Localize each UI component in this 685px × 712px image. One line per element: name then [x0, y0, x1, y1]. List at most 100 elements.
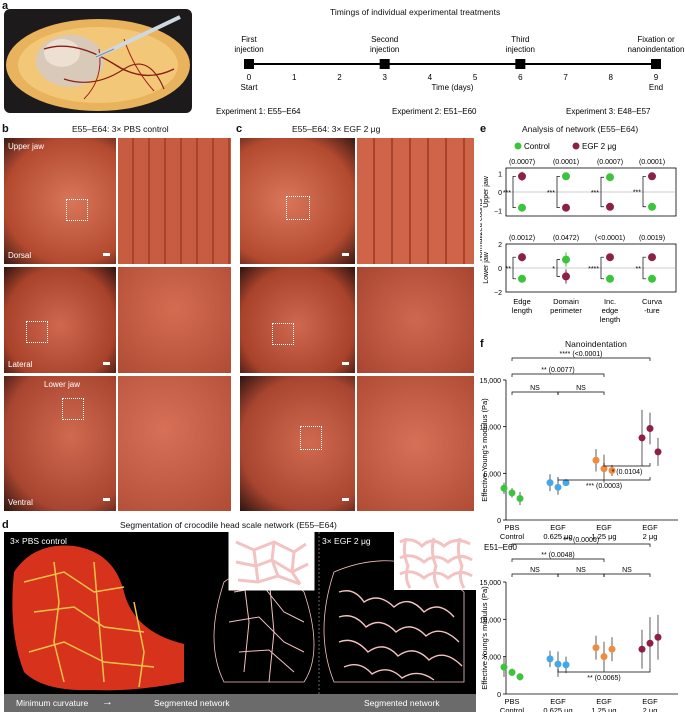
data-point — [608, 645, 616, 653]
group-label: EGF — [550, 523, 566, 532]
scale-bar — [103, 362, 110, 365]
significance-bracket — [556, 259, 560, 277]
segmentation-right-label: 3× EGF 2 μg — [322, 536, 371, 546]
panel-label-c: c — [236, 123, 243, 135]
timeline-event-marker — [515, 59, 526, 69]
y-tick-label: 0 — [497, 518, 501, 525]
y-tick-label: 10,000 — [480, 425, 501, 432]
control-point — [606, 274, 614, 283]
egg-injection-illustration — [4, 9, 192, 113]
significance-bracket-label: NS — [576, 567, 586, 574]
significance-bracket — [600, 256, 604, 280]
pbs-upper-jaw-photo: Upper jaw Dorsal — [4, 138, 116, 264]
data-point — [554, 660, 562, 668]
timeline-event-marker — [651, 59, 661, 69]
zoom-region-box — [286, 196, 310, 220]
legend-control-label: Control — [524, 142, 550, 151]
significance-stars: **** — [588, 266, 599, 273]
data-point — [546, 655, 554, 663]
data-point — [638, 645, 646, 653]
panel-b-title: E55–E64: 3× PBS control — [72, 124, 169, 134]
egf-lower-jaw-photo — [240, 376, 355, 511]
p-value-label: (0.0007) — [597, 159, 623, 166]
scale-bar — [342, 253, 349, 256]
egf-point — [562, 203, 570, 212]
significance-bracket — [556, 175, 560, 209]
timeline-experiment-label: Experiment 2: E51–E60 — [392, 107, 477, 116]
significance-bracket — [511, 391, 559, 395]
subplot-title: E51–E60 — [484, 543, 517, 552]
control-point — [562, 255, 570, 264]
category-label: -ture — [644, 306, 659, 315]
panel-f-title: Nanoindentation — [565, 339, 627, 349]
group-label: EGF — [642, 523, 658, 532]
significance-bracket — [511, 373, 605, 377]
legend-egf-label: EGF 2 μg — [582, 142, 616, 151]
timeline-tick-label: 7 — [563, 73, 568, 82]
category-label: Domain — [553, 297, 579, 306]
y-tick-label: 0 — [497, 692, 501, 699]
group-label: EGF — [642, 697, 658, 706]
group-label: 1.25 μg — [591, 706, 616, 712]
panel-label-d: d — [2, 519, 9, 531]
egf-point — [606, 202, 614, 211]
significance-bracket-label: NS — [576, 385, 586, 392]
timeline-end-label: End — [649, 83, 663, 92]
significance-stars: *** — [547, 190, 555, 197]
significance-stars: *** — [503, 190, 511, 197]
egf-point — [562, 272, 570, 281]
pbs-upper-jaw-zoom — [118, 138, 231, 264]
legend-control-marker — [514, 142, 522, 150]
data-point — [608, 467, 616, 475]
timeline-event-label: injection — [506, 45, 535, 54]
y-tick-label: 10,000 — [480, 617, 501, 624]
data-point — [562, 661, 570, 669]
significance-bracket-label: **** (<0.0001) — [559, 351, 602, 358]
significance-bracket — [512, 175, 516, 209]
significance-bracket — [511, 558, 605, 562]
caption-arrow: → — [102, 696, 113, 708]
timeline-start-label: Start — [241, 83, 259, 92]
timeline-event-label: First — [241, 35, 257, 44]
significance-stars: ** — [506, 266, 512, 273]
egf-point — [518, 172, 526, 181]
significance-bracket-label: *** (0.0003) — [586, 483, 622, 490]
category-label: length — [600, 315, 620, 324]
caption-segmented-right: Segmented network — [364, 698, 440, 708]
zoom-region-box — [62, 398, 84, 420]
zoom-region-box — [66, 199, 88, 221]
significance-bracket — [603, 463, 651, 467]
group-label: 0.625 μg — [543, 532, 572, 541]
y-tick-label: 2 — [498, 242, 502, 249]
p-value-label: (0.0007) — [509, 159, 535, 166]
dorsal-label: Dorsal — [8, 251, 32, 260]
egf-lower-jaw-zoom — [357, 376, 474, 511]
significance-stars: *** — [633, 190, 641, 197]
timeline-axis-label: Time (days) — [432, 83, 474, 92]
significance-bracket — [557, 477, 651, 481]
scale-bar — [103, 498, 110, 501]
significance-bracket-label: ** (0.0065) — [587, 675, 620, 682]
segmentation-left-label: 3× PBS control — [10, 536, 67, 546]
data-point — [500, 484, 508, 492]
control-point — [606, 173, 614, 182]
significance-bracket-label: NS — [530, 567, 540, 574]
timeline-title: Timings of individual experimental treat… — [330, 7, 501, 17]
significance-bracket — [557, 391, 605, 395]
zoom-region-box — [300, 426, 322, 450]
lower-jaw-label: Lower jaw — [44, 380, 81, 389]
data-point — [600, 653, 608, 661]
panel-d-title: Segmentation of crocodile head scale net… — [120, 520, 337, 530]
segmentation-graphic — [12, 532, 476, 712]
group-label: PBS — [504, 523, 519, 532]
category-label: Edge — [513, 297, 531, 306]
p-value-label: (0.0472) — [553, 235, 579, 242]
significance-bracket — [557, 669, 651, 673]
timeline-experiment-label: Experiment 1: E55–E64 — [216, 107, 301, 116]
lateral-label: Lateral — [8, 360, 33, 369]
y-tick-label: 0 — [498, 190, 502, 197]
timeline-tick-label: 0 — [247, 73, 252, 82]
